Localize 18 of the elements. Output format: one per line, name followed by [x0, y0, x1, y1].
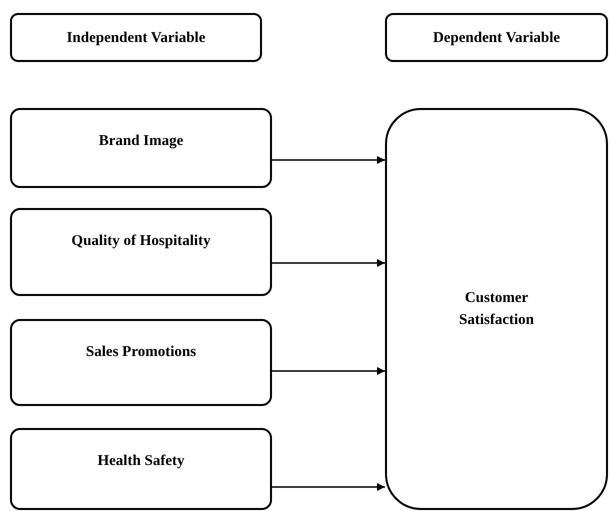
arrow [272, 259, 385, 267]
variable-label: Sales Promotions [86, 343, 196, 362]
variable-label: Quality of Hospitality [71, 232, 211, 251]
variable-label: Health Safety [97, 452, 185, 471]
header-box [385, 13, 608, 62]
variable-label: Brand Image [98, 132, 184, 151]
variable-box [10, 208, 272, 296]
variable-box [10, 428, 272, 510]
arrow [272, 156, 385, 164]
header-box [10, 13, 262, 62]
variable-label: Dependent Variable [432, 28, 560, 48]
variable-label: Independent Variable [66, 28, 206, 48]
arrow [272, 483, 385, 491]
arrow [272, 367, 385, 375]
variable-box [10, 108, 272, 188]
variable-box [10, 319, 272, 406]
variable-label: Customer Satisfaction [458, 289, 535, 330]
variable-box [385, 108, 608, 510]
